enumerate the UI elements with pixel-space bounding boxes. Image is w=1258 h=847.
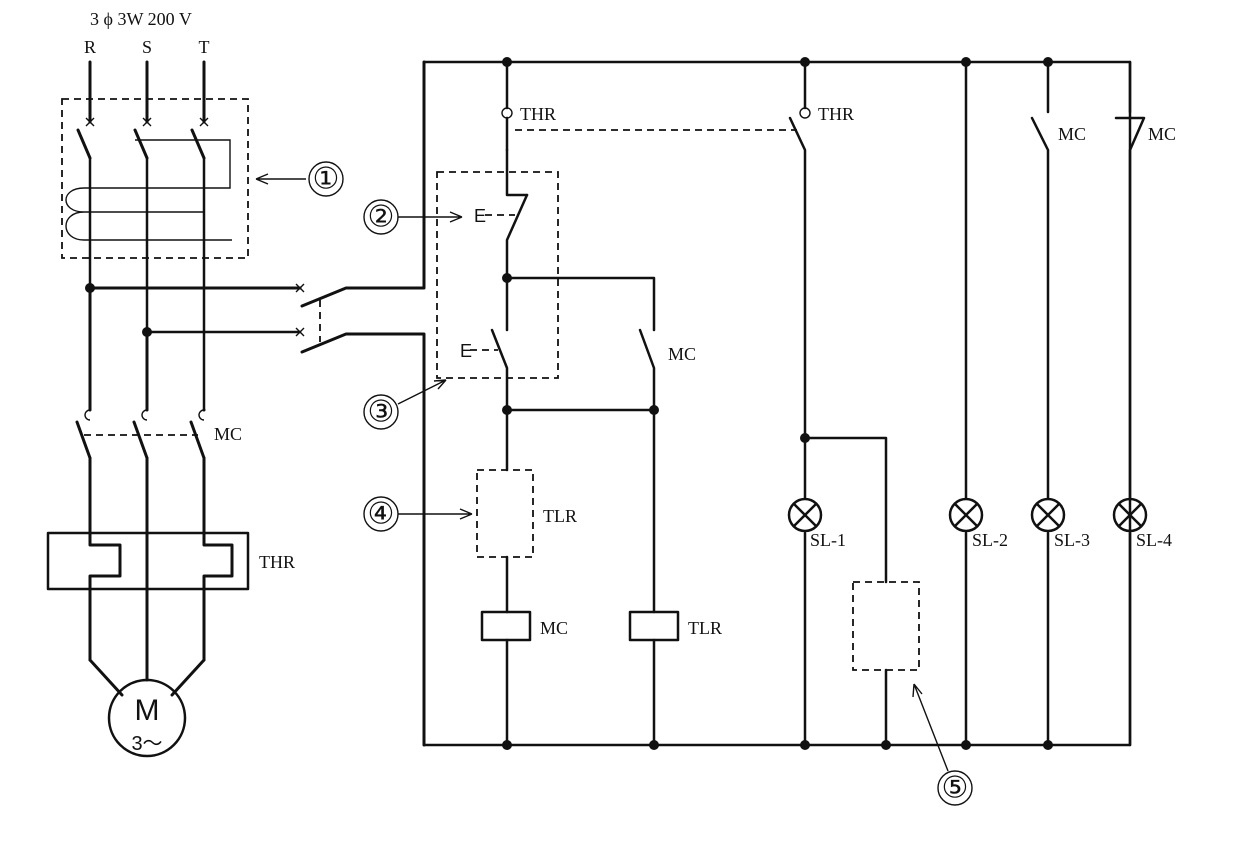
mc-coil-label: MC <box>540 618 568 638</box>
callout-3-circle <box>363 394 399 430</box>
lamp-sl1 <box>787 497 823 533</box>
box5-leads <box>803 436 888 747</box>
callout-3-arrow <box>397 379 447 405</box>
callout-2-number: ② <box>368 201 395 234</box>
mc-contact-arcs <box>84 409 205 421</box>
sl4-line <box>1114 60 1146 747</box>
supply-label: 3 ϕ 3W 200 V <box>90 9 192 29</box>
thr-relay-box <box>46 531 250 591</box>
tlr-coil <box>628 610 680 642</box>
motor-leads <box>88 658 206 697</box>
thr2-contact <box>788 116 807 500</box>
callout-23-box <box>436 171 559 379</box>
stop-pb-symbol: E <box>474 206 486 226</box>
thr-heater-lines <box>88 456 234 682</box>
breaker-x-marks <box>85 117 209 127</box>
callout-2-arrow <box>398 211 463 223</box>
phase-t-label: T <box>199 37 210 57</box>
incoming-lines <box>88 60 206 124</box>
sl3-line <box>1030 60 1050 747</box>
callout-3-number: ③ <box>368 396 395 429</box>
tlr-coil-label: TLR <box>688 618 722 638</box>
fuse-x-marks <box>295 283 305 337</box>
mc-main-blades <box>75 420 206 460</box>
start-pb-symbol: E <box>460 341 472 361</box>
mc-selfhold-label: MC <box>668 344 696 364</box>
lamp-sl3 <box>1030 497 1066 533</box>
sl2-label: SL-2 <box>972 530 1008 550</box>
trip-coil <box>65 139 232 241</box>
rail-junctions <box>502 57 1053 750</box>
callout-5-arrow <box>912 683 949 772</box>
callout-1-number: ① <box>313 163 340 196</box>
thr-relay-label: THR <box>259 552 295 572</box>
thr2-pivot <box>799 107 811 119</box>
lamp-sl4 <box>1112 497 1148 533</box>
callout-1-circle <box>308 161 344 197</box>
control-rails <box>422 60 1132 747</box>
thr-contact-2-label: THR <box>818 104 854 124</box>
phase-r-label: R <box>84 37 96 57</box>
thr1-pivot <box>501 107 513 119</box>
col1-b <box>505 148 529 197</box>
main-circuit: 3 ϕ 3W 200 V R S T ① MC <box>46 9 426 758</box>
control-circuit: THR E E MC TLR MC TLR THR <box>363 57 1176 806</box>
tap-r-junction <box>85 283 95 293</box>
mc-main-label: MC <box>214 424 242 444</box>
motor-sub-label: 3～ <box>131 733 162 755</box>
callout-5-number: ⑤ <box>942 772 969 805</box>
callout-1-arrow <box>255 173 306 185</box>
callout-4-box <box>476 469 534 558</box>
tlr-contact-label: TLR <box>543 506 577 526</box>
lamp-sl2 <box>948 497 984 533</box>
mc-contact-2-label: MC <box>1148 124 1176 144</box>
start-pb <box>490 276 509 412</box>
sl3-label: SL-3 <box>1054 530 1090 550</box>
callout-4-arrow <box>398 508 473 520</box>
sl1-label: SL-1 <box>810 530 846 550</box>
breaker-blades <box>76 128 206 160</box>
stop-pb <box>505 193 529 280</box>
mc-selfhold-contact <box>505 276 656 412</box>
callout-5-box <box>852 581 920 671</box>
motor-circle <box>107 678 187 758</box>
sl4-label: SL-4 <box>1136 530 1172 550</box>
callout-1-box <box>61 98 249 259</box>
callout-5-circle <box>937 770 973 806</box>
mc-contact-1-label: MC <box>1058 124 1086 144</box>
mc-coil <box>480 610 532 642</box>
motor-label: M <box>135 694 160 727</box>
control-feed-switch <box>300 60 426 747</box>
phase-s-label: S <box>142 37 152 57</box>
callout-4-number: ④ <box>368 498 395 531</box>
thr-contact-1-label: THR <box>520 104 556 124</box>
